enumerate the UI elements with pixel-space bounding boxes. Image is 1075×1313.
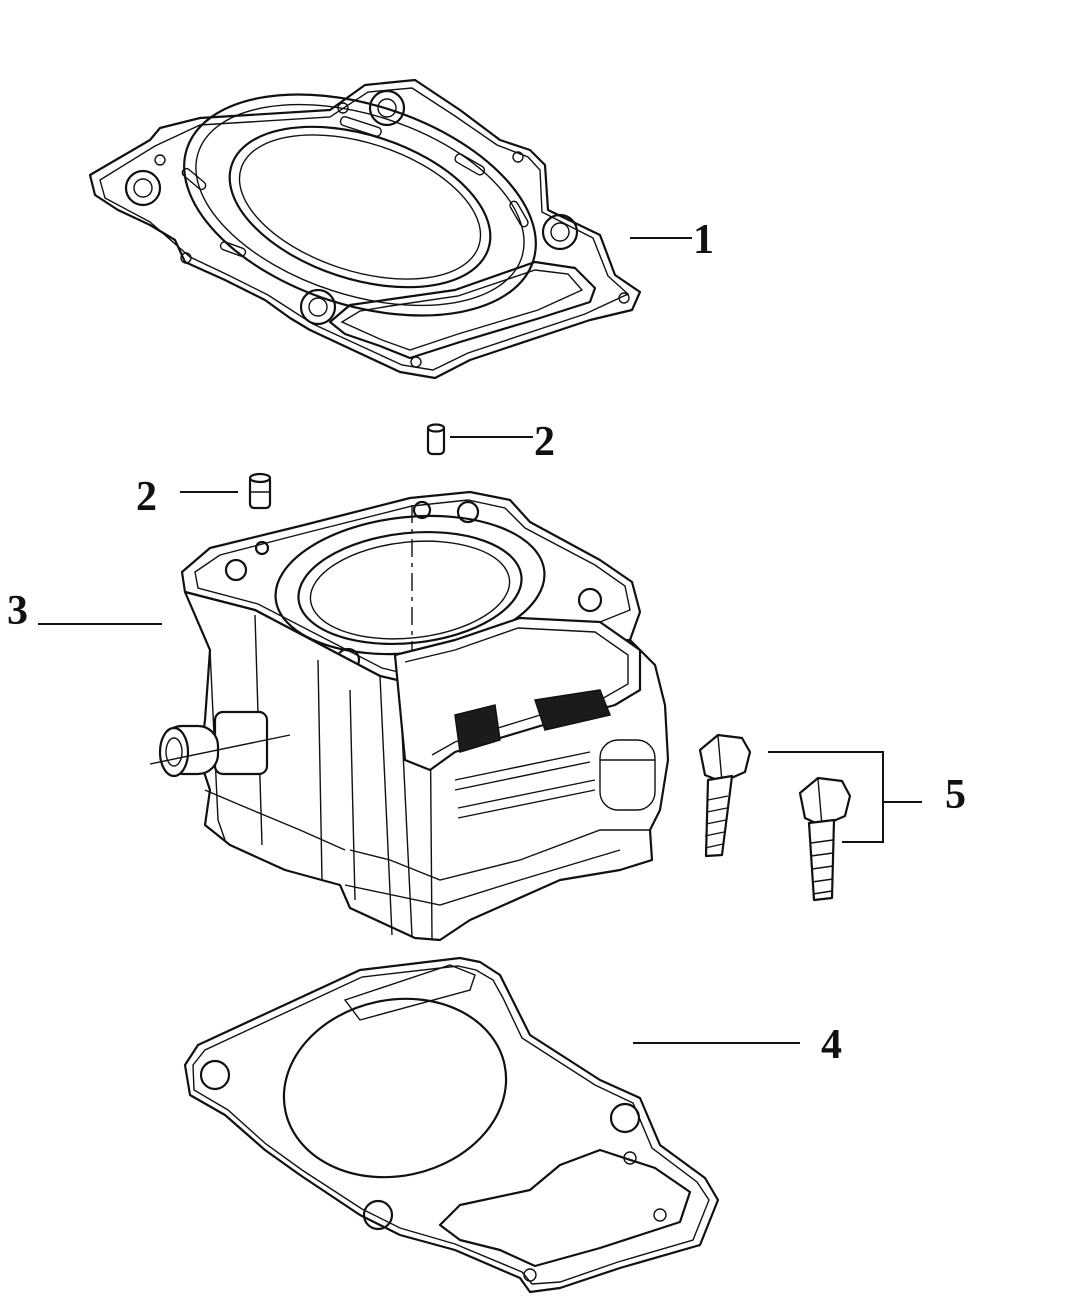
coolant-fitting xyxy=(149,710,291,778)
callout-2-left: 2 xyxy=(136,474,157,520)
callout-1: 1 xyxy=(693,217,714,263)
bolt-right xyxy=(798,776,852,902)
callout-3: 3 xyxy=(7,588,28,634)
callout-labels: 1 2 2 3 4 5 xyxy=(7,217,966,1068)
callout-2-right: 2 xyxy=(534,419,555,465)
cylinder-head-gasket xyxy=(88,78,642,380)
cylinder-base-gasket xyxy=(183,956,720,1294)
callout-4: 4 xyxy=(821,1022,842,1068)
callout-5: 5 xyxy=(945,772,966,818)
bolt-left xyxy=(698,733,752,858)
cylinder-block xyxy=(149,490,670,942)
dowel-pin-left xyxy=(248,472,272,510)
dowel-pin-right xyxy=(426,423,446,456)
leader-lines xyxy=(38,237,922,1044)
